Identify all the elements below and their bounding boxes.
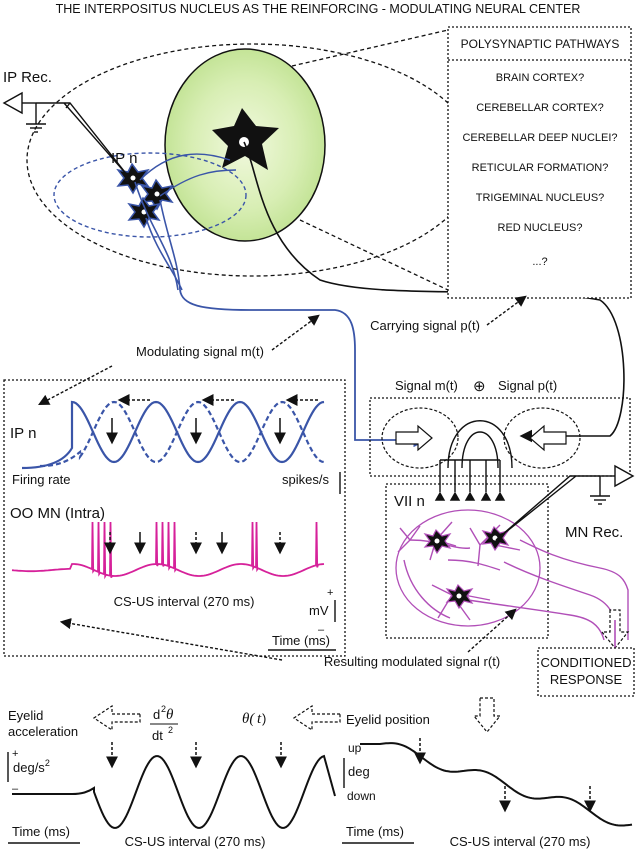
spikes-label: spikes/s bbox=[282, 472, 329, 487]
svg-text:θ(: θ( bbox=[242, 711, 255, 727]
svg-text:dt: dt bbox=[152, 728, 163, 743]
ip-nucleus-outline bbox=[53, 152, 247, 238]
derivative-arrow-icon bbox=[92, 704, 141, 732]
svg-text:): ) bbox=[262, 711, 266, 726]
position-arrows bbox=[414, 738, 596, 813]
motoneuron-trace bbox=[11, 521, 325, 580]
input-p-arrow-icon bbox=[529, 424, 567, 452]
modulating-signal-path bbox=[179, 289, 428, 448]
panel-time-label: Time (ms) bbox=[272, 633, 330, 648]
signal-p-label: Signal p(t) bbox=[498, 378, 557, 393]
ip-rec-label: IP Rec. bbox=[3, 69, 52, 86]
carrying-signal-arrow bbox=[486, 295, 527, 326]
up-label: up bbox=[348, 741, 362, 755]
diagram-title: THE INTERPOSITUS NUCLEUS AS THE REINFORC… bbox=[56, 2, 581, 16]
cr-output-arrow-icon bbox=[472, 697, 502, 733]
pathway-item: CEREBELLAR CORTEX? bbox=[476, 102, 604, 114]
polysynaptic-header: POLYSYNAPTIC PATHWAYS bbox=[461, 37, 620, 51]
pathway-item: ...? bbox=[532, 256, 547, 268]
cs-us-left-label: CS-US interval (270 ms) bbox=[125, 834, 266, 849]
summation-symbol: ⊕ bbox=[473, 378, 486, 395]
ip-neuron-icon bbox=[116, 162, 150, 195]
modulating-signal-label: Modulating signal m(t) bbox=[136, 344, 264, 359]
callout-line-top bbox=[291, 29, 449, 67]
mn-rec-label: MN Rec. bbox=[565, 524, 623, 541]
panel-ip-n-label: IP n bbox=[10, 425, 36, 442]
signal-panel bbox=[3, 379, 346, 657]
conditioned-response-line1: CONDITIONED bbox=[541, 655, 632, 670]
mv-label: mV bbox=[309, 603, 329, 618]
cs-us-right-label: CS-US interval (270 ms) bbox=[450, 834, 591, 849]
accel-plus: + bbox=[12, 748, 18, 760]
eyelid-accel-line2: acceleration bbox=[8, 724, 78, 739]
ip-recording-electrode-icon bbox=[2, 91, 129, 177]
signal-m-label: Signal m(t) bbox=[395, 378, 458, 393]
ip-axon bbox=[159, 199, 181, 291]
input-p-ellipse bbox=[503, 407, 581, 469]
acceleration-arrows bbox=[106, 742, 287, 769]
motoneuron-arrows bbox=[104, 532, 286, 555]
time-left-label: Time (ms) bbox=[12, 824, 70, 839]
theta-t-label: θ( t ) bbox=[242, 711, 266, 727]
summation-synapses bbox=[434, 420, 513, 501]
ip-to-polysynaptic-axon bbox=[159, 169, 237, 197]
firing-rate-wave-dashed bbox=[39, 400, 325, 468]
motoneuron-icon bbox=[445, 583, 474, 610]
modulating-signal-arrow-left bbox=[38, 365, 113, 406]
eyelid-accel-line1: Eyelid bbox=[8, 708, 43, 723]
resulting-signal-arrow-right bbox=[467, 608, 517, 653]
mv-plus: + bbox=[327, 587, 333, 599]
svg-text:d: d bbox=[153, 707, 160, 722]
mn-recording-electrode-icon bbox=[495, 464, 635, 541]
facial-nucleus-box bbox=[385, 483, 549, 639]
polysynaptic-pathways-box: POLYSYNAPTIC PATHWAYS BRAIN CORTEX? CERE… bbox=[447, 26, 632, 299]
callout-line-bottom bbox=[299, 219, 449, 291]
time-right-label: Time (ms) bbox=[346, 824, 404, 839]
accel-minus: – bbox=[12, 783, 19, 795]
conditioned-response-line2: RESPONSE bbox=[550, 672, 623, 687]
ip-axon bbox=[145, 217, 183, 291]
down-label: down bbox=[347, 789, 376, 803]
second-derivative-formula: d 2 θ dt 2 bbox=[150, 704, 178, 743]
pathway-item: BRAIN CORTEX? bbox=[496, 72, 584, 84]
modulating-signal-arrow-right bbox=[271, 314, 320, 351]
firing-rate-label: Firing rate bbox=[12, 472, 71, 487]
trough-arrows bbox=[106, 418, 286, 445]
ip-neuron-icon bbox=[127, 196, 161, 229]
ip-neuron-icon bbox=[140, 178, 174, 211]
facial-motoneurons bbox=[397, 521, 629, 641]
cs-us-label: CS-US interval (270 ms) bbox=[114, 594, 255, 609]
eyelid-position-label: Eyelid position bbox=[346, 712, 430, 727]
acceleration-wave bbox=[12, 754, 336, 829]
carrying-signal-label: Carrying signal p(t) bbox=[370, 318, 480, 333]
pathway-item: TRIGEMINAL NUCLEUS? bbox=[476, 192, 605, 204]
conditioned-response-box bbox=[537, 647, 635, 697]
input-m-arrow-icon bbox=[395, 424, 433, 452]
resulting-signal-arrow-left bbox=[59, 618, 283, 661]
eyelid-position-curve bbox=[360, 742, 633, 827]
pathway-item: RETICULAR FORMATION? bbox=[472, 162, 609, 174]
oo-mn-label: OO MN (Intra) bbox=[10, 505, 105, 522]
integral-arrow-icon bbox=[292, 704, 341, 732]
svg-text:2: 2 bbox=[168, 725, 173, 735]
deg-label: deg bbox=[348, 764, 370, 779]
firing-rate-wave-solid bbox=[21, 400, 325, 470]
svg-text:2: 2 bbox=[161, 704, 166, 714]
motoneuron-icon bbox=[423, 528, 452, 555]
mv-minus: – bbox=[318, 624, 325, 636]
input-m-ellipse bbox=[381, 407, 459, 469]
pathway-item: RED NUCLEUS? bbox=[498, 222, 583, 234]
ip-to-polysynaptic-axon bbox=[139, 153, 231, 181]
facial-nucleus-ellipse bbox=[395, 509, 541, 627]
svg-text:θ: θ bbox=[166, 707, 174, 723]
vii-n-label: VII n bbox=[394, 493, 425, 510]
pathway-item: CEREBELLAR DEEP NUCLEI? bbox=[462, 132, 617, 144]
resulting-signal-label: Resulting modulated signal r(t) bbox=[324, 654, 500, 669]
deg-s2-label: deg/s2 bbox=[13, 758, 50, 775]
svg-text:t: t bbox=[257, 711, 262, 727]
